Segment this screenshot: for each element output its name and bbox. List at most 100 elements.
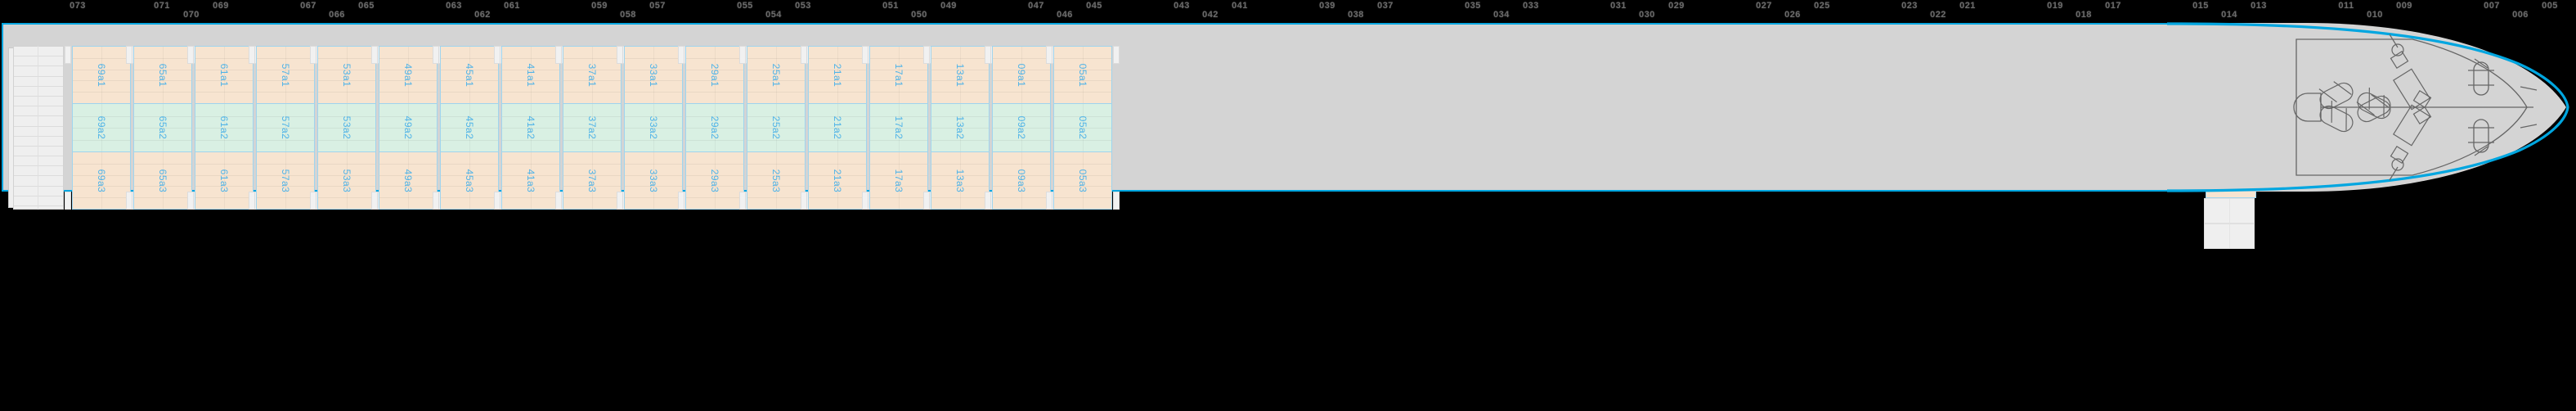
lashing-bridge-nub xyxy=(678,192,684,210)
cargo-cell-21a3[interactable]: 21a3 xyxy=(808,151,867,210)
cargo-cell-41a2[interactable]: 41a2 xyxy=(501,103,560,152)
cargo-cell-61a3[interactable]: 61a3 xyxy=(195,151,254,210)
cargo-bay-57[interactable]: 57a1 57a2 57a3 xyxy=(249,46,322,210)
cargo-cell-29a3[interactable]: 29a3 xyxy=(685,151,744,210)
cargo-cell-13a1[interactable]: 13a1 xyxy=(931,46,990,104)
cargo-cell-13a3[interactable]: 13a3 xyxy=(931,151,990,210)
cargo-cell-57a3[interactable]: 57a3 xyxy=(256,151,315,210)
cargo-cell-05a3[interactable]: 05a3 xyxy=(1053,151,1112,210)
cargo-cell-label: 69a3 xyxy=(96,169,107,192)
cargo-cell-41a3[interactable]: 41a3 xyxy=(501,151,560,210)
cargo-cell-69a3[interactable]: 69a3 xyxy=(72,151,131,210)
cargo-cell-17a2[interactable]: 17a2 xyxy=(869,103,928,152)
forward-empty-slot-bot1 xyxy=(2204,224,2255,249)
stern-grid-row xyxy=(14,176,63,187)
cargo-cell-69a2[interactable]: 69a2 xyxy=(72,103,131,152)
lashing-bridge-nub xyxy=(617,192,623,210)
cargo-cell-09a2[interactable]: 09a2 xyxy=(992,103,1051,152)
cargo-cell-37a2[interactable]: 37a2 xyxy=(563,103,622,152)
cargo-cell-57a1[interactable]: 57a1 xyxy=(256,46,315,104)
cargo-cell-45a1[interactable]: 45a1 xyxy=(440,46,499,104)
bay-number-025: 025 xyxy=(1814,1,1830,11)
lashing-bridge-nub xyxy=(126,46,132,64)
cargo-cell-33a3[interactable]: 33a3 xyxy=(624,151,683,210)
cargo-cell-37a3[interactable]: 37a3 xyxy=(563,151,622,210)
cargo-cell-33a1[interactable]: 33a1 xyxy=(624,46,683,104)
stern-grid-row xyxy=(14,127,63,137)
cargo-cell-49a1[interactable]: 49a1 xyxy=(379,46,438,104)
cargo-cell-65a1[interactable]: 65a1 xyxy=(133,46,192,104)
cargo-cell-label: 45a1 xyxy=(464,63,475,87)
bay-number-043: 043 xyxy=(1174,1,1190,11)
cargo-cell-29a1[interactable]: 29a1 xyxy=(685,46,744,104)
cargo-cell-33a2[interactable]: 33a2 xyxy=(624,103,683,152)
deck-opening-icon-2 xyxy=(2391,158,2404,171)
cargo-cell-37a1[interactable]: 37a1 xyxy=(563,46,622,104)
cargo-cell-25a3[interactable]: 25a3 xyxy=(747,151,806,210)
cargo-cell-label: 57a3 xyxy=(280,169,291,192)
bow-hull-outline xyxy=(2167,22,2569,192)
cargo-cell-49a2[interactable]: 49a2 xyxy=(379,103,438,152)
cargo-bay-45[interactable]: 45a1 45a2 45a3 xyxy=(433,46,506,210)
cargo-cell-09a1[interactable]: 09a1 xyxy=(992,46,1051,104)
mooring-winch-icon xyxy=(2390,50,2432,165)
cargo-cell-05a2[interactable]: 05a2 xyxy=(1053,103,1112,152)
cargo-bay-49[interactable]: 49a1 49a2 49a3 xyxy=(371,46,445,210)
lashing-bridge-nub xyxy=(1113,192,1120,210)
cargo-cell-17a3[interactable]: 17a3 xyxy=(869,151,928,210)
cargo-bay-17[interactable]: 17a1 17a2 17a3 xyxy=(862,46,936,210)
cargo-cell-53a3[interactable]: 53a3 xyxy=(317,151,376,210)
cargo-cell-49a3[interactable]: 49a3 xyxy=(379,151,438,210)
cargo-cell-41a1[interactable]: 41a1 xyxy=(501,46,560,104)
cargo-cell-21a1[interactable]: 21a1 xyxy=(808,46,867,104)
lashing-bridge-nub xyxy=(433,46,439,64)
cargo-cell-25a2[interactable]: 25a2 xyxy=(747,103,806,152)
bay-number-065: 065 xyxy=(358,1,375,11)
cargo-cell-05a1[interactable]: 05a1 xyxy=(1053,46,1112,104)
bay-number-009: 009 xyxy=(2396,1,2412,11)
lashing-bridge-nub xyxy=(1046,192,1052,210)
bay-number-058: 058 xyxy=(620,10,636,20)
cargo-cell-17a1[interactable]: 17a1 xyxy=(869,46,928,104)
cargo-cell-label: 21a3 xyxy=(832,169,843,192)
cargo-cell-53a2[interactable]: 53a2 xyxy=(317,103,376,152)
cargo-cell-45a3[interactable]: 45a3 xyxy=(440,151,499,210)
cargo-cell-25a1[interactable]: 25a1 xyxy=(747,46,806,104)
cargo-cell-label: 45a2 xyxy=(464,115,475,140)
cargo-cell-09a3[interactable]: 09a3 xyxy=(992,151,1051,210)
cargo-cell-53a1[interactable]: 53a1 xyxy=(317,46,376,104)
cargo-cell-45a2[interactable]: 45a2 xyxy=(440,103,499,152)
cargo-cell-label: 57a2 xyxy=(280,115,291,140)
cargo-cell-61a2[interactable]: 61a2 xyxy=(195,103,254,152)
lashing-bridge-nub xyxy=(187,46,194,64)
cargo-cell-57a2[interactable]: 57a2 xyxy=(256,103,315,152)
cargo-cell-29a2[interactable]: 29a2 xyxy=(685,103,744,152)
cargo-cell-61a1[interactable]: 61a1 xyxy=(195,46,254,104)
cargo-cell-label: 53a1 xyxy=(341,63,352,87)
cargo-cell-65a2[interactable]: 65a2 xyxy=(133,103,192,152)
cargo-cell-13a2[interactable]: 13a2 xyxy=(931,103,990,152)
bay-number-029: 029 xyxy=(1668,1,1685,11)
cargo-cell-65a3[interactable]: 65a3 xyxy=(133,151,192,210)
stern-grid-row xyxy=(14,187,63,196)
cargo-cell-label: 17a2 xyxy=(893,115,904,140)
cargo-cell-label: 49a2 xyxy=(402,115,414,140)
cargo-cell-label: 61a3 xyxy=(218,169,230,192)
cargo-cell-69a1[interactable]: 69a1 xyxy=(72,46,131,104)
bay-number-070: 070 xyxy=(183,10,200,20)
cargo-cell-21a2[interactable]: 21a2 xyxy=(808,103,867,152)
